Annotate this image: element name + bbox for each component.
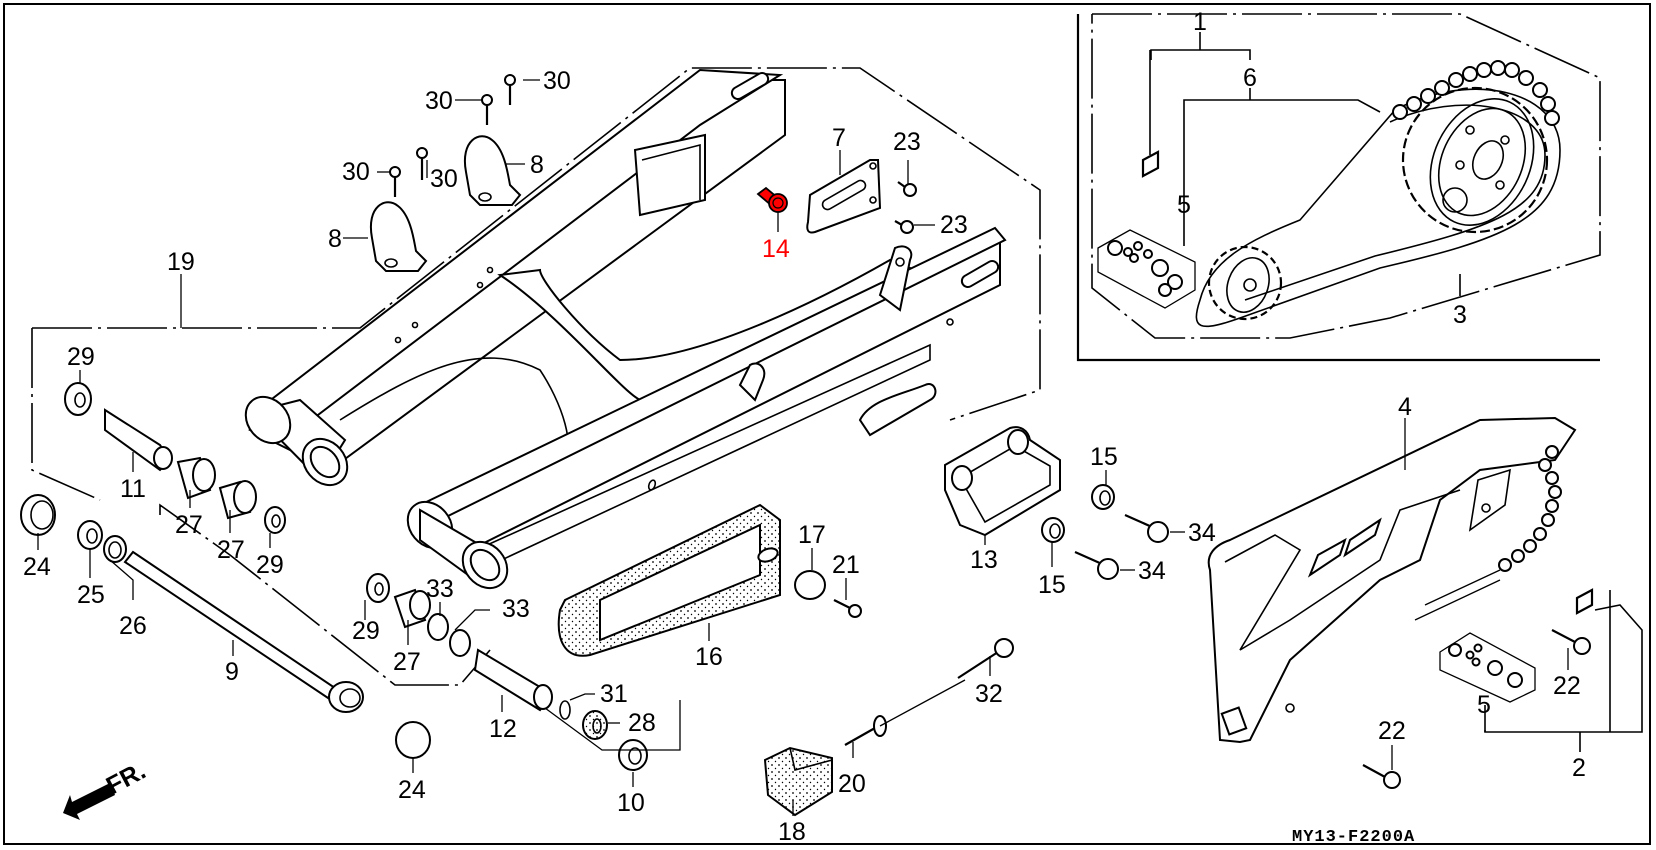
callout-6[interactable]: 6 [1243, 64, 1257, 92]
chain-joint-icon-2 [1439, 632, 1536, 703]
bearings-left-icon [20, 382, 286, 563]
callout-1[interactable]: 1 [1193, 8, 1207, 36]
callout-24[interactable]: 24 [23, 553, 51, 581]
swingarm-icon [31, 67, 1041, 686]
callout-30[interactable]: 30 [543, 67, 571, 95]
callout-7[interactable]: 7 [832, 124, 846, 152]
callout-3[interactable]: 3 [1453, 301, 1467, 329]
callout-23[interactable]: 23 [940, 211, 968, 239]
o-ring-icon [1141, 150, 1160, 178]
front-direction-arrow-icon: FR. [63, 757, 150, 820]
callout-29[interactable]: 29 [256, 551, 284, 579]
callout-14-highlighted[interactable]: 14 [762, 235, 790, 263]
hose-clamp-icon [369, 135, 522, 272]
callout-17[interactable]: 17 [798, 521, 826, 549]
chain-case-icon [1207, 416, 1577, 744]
callout-31[interactable]: 31 [600, 680, 628, 708]
flange-bolt-34-icon [1074, 513, 1169, 580]
callout-15[interactable]: 15 [1090, 443, 1118, 471]
collar-15-icon [1041, 484, 1115, 543]
chain-kit-inset [1076, 13, 1601, 362]
chain-links-icon [1414, 445, 1562, 621]
callout-18[interactable]: 18 [778, 818, 806, 846]
diagram-frame [3, 3, 1651, 845]
callout-28[interactable]: 28 [628, 709, 656, 737]
callout-32[interactable]: 32 [975, 680, 1003, 708]
callout-27[interactable]: 27 [393, 648, 421, 676]
callout-25[interactable]: 25 [77, 581, 105, 609]
callout-10[interactable]: 10 [617, 789, 645, 817]
callout-12[interactable]: 12 [489, 715, 517, 743]
callout-2[interactable]: 2 [1572, 754, 1586, 782]
callout-29[interactable]: 29 [352, 617, 380, 645]
bolt-32-icon [957, 638, 1014, 679]
callout-4[interactable]: 4 [1398, 393, 1412, 421]
screw-21-icon [833, 599, 862, 618]
front-sprocket-icon [1207, 245, 1283, 321]
o-ring-icon-2 [1575, 588, 1594, 615]
callout-33[interactable]: 33 [426, 575, 454, 603]
callout-19[interactable]: 19 [167, 248, 195, 276]
callout-11[interactable]: 11 [120, 475, 146, 503]
callout-24[interactable]: 24 [398, 776, 426, 804]
chain-guide-plate-icon [944, 426, 1061, 537]
callout-34[interactable]: 34 [1138, 557, 1166, 585]
callout-27[interactable]: 27 [217, 536, 245, 564]
bolt-22-icon [1362, 629, 1591, 789]
callout-13[interactable]: 13 [970, 546, 998, 574]
diagram-code: MY13-F2200A [1292, 828, 1415, 847]
callout-8[interactable]: 8 [530, 151, 544, 179]
callout-16[interactable]: 16 [695, 643, 723, 671]
chain-rollers-icon [1392, 60, 1560, 126]
callout-20[interactable]: 20 [838, 770, 866, 798]
collar-20-icon [844, 715, 887, 746]
chain-joint-icon [1097, 229, 1196, 309]
callout-5[interactable]: 5 [1177, 191, 1191, 219]
highlighted-bolt-14-icon[interactable] [756, 186, 788, 213]
callout-22[interactable]: 22 [1378, 717, 1406, 745]
callout-22[interactable]: 22 [1553, 672, 1581, 700]
callout-30[interactable]: 30 [342, 158, 370, 186]
callout-30[interactable]: 30 [430, 165, 458, 193]
callout-labels: 30 30 30 30 8 8 7 23 23 14 19 29 11 27 2… [23, 8, 1586, 846]
callout-15[interactable]: 15 [1038, 571, 1066, 599]
callout-33[interactable]: 33 [502, 595, 530, 623]
adjuster-plate-icon [806, 159, 882, 234]
callout-21[interactable]: 21 [832, 551, 860, 579]
grommet-icon [794, 570, 826, 600]
chain-slider-icon [557, 503, 781, 657]
callout-27[interactable]: 27 [175, 511, 203, 539]
callout-29[interactable]: 29 [67, 343, 95, 371]
pivot-bolt-icon [123, 550, 364, 713]
callout-30[interactable]: 30 [425, 87, 453, 115]
leader-lines [37, 79, 1569, 816]
callout-5[interactable]: 5 [1477, 691, 1491, 719]
screw-23-icon [894, 181, 917, 234]
callout-23[interactable]: 23 [893, 128, 921, 156]
chain-guide-block-icon [763, 746, 833, 817]
callout-34[interactable]: 34 [1188, 519, 1216, 547]
callout-26[interactable]: 26 [119, 612, 147, 640]
rear-sprocket-icon [1401, 86, 1549, 234]
callout-8[interactable]: 8 [328, 225, 342, 253]
callout-9[interactable]: 9 [225, 658, 239, 686]
